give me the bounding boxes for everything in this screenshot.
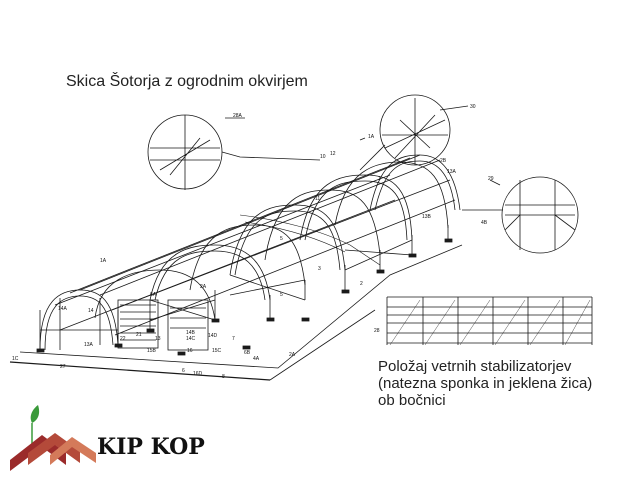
part-label: 1A: [100, 258, 107, 264]
part-label: 10: [320, 154, 326, 160]
part-label: 14D: [208, 333, 218, 339]
part-label: 6: [182, 368, 185, 374]
part-label: 13A: [447, 169, 457, 175]
part-label: 8: [222, 374, 225, 380]
part-label: 15B: [147, 348, 157, 354]
part-label: 3: [318, 266, 321, 272]
part-label: 1: [378, 176, 381, 182]
part-label: 1C: [12, 356, 19, 362]
part-label: 16D: [193, 371, 203, 377]
caption-line-1: Položaj vetrnih stabilizatorjev: [378, 358, 572, 375]
caption-line-3: ob bočnici: [378, 392, 446, 409]
part-label: 22: [120, 336, 126, 342]
part-label: 1A: [368, 134, 375, 140]
part-label: 29: [488, 176, 494, 182]
part-label: 5: [280, 236, 283, 242]
part-label: 14B: [186, 330, 196, 336]
part-label: 2: [360, 281, 363, 287]
part-label: 2A: [289, 352, 296, 358]
part-label: 4B: [481, 220, 488, 226]
part-label: 15C: [212, 348, 222, 354]
stabilizer-caption: Položaj vetrnih stabilizatorjev (natezna…: [378, 358, 628, 409]
part-label: 27: [60, 364, 66, 370]
part-label: 16: [187, 348, 193, 354]
part-label: 21: [136, 332, 142, 338]
caption-line-2: (natezna sponka in jeklena žica): [378, 375, 593, 392]
part-label: 14: [88, 308, 94, 314]
kipkop-logo: [10, 405, 96, 471]
part-label: 28A: [233, 113, 243, 119]
part-label: 30: [470, 104, 476, 110]
part-label: 14A: [58, 306, 68, 312]
brand-name: KIP KOP: [97, 434, 205, 460]
part-label: 13: [155, 336, 161, 342]
part-label: 12: [330, 151, 336, 157]
part-label: 4A: [253, 356, 260, 362]
part-label: 14C: [186, 336, 196, 342]
leaf-icon: [30, 405, 40, 423]
part-label: 2B: [440, 158, 447, 164]
part-label: 6A: [150, 292, 157, 298]
part-label: 6B: [244, 350, 251, 356]
part-label: 2A: [200, 284, 207, 290]
part-label: 13A: [84, 342, 94, 348]
part-label: 11: [315, 196, 320, 202]
part-label: 5: [280, 292, 283, 298]
part-label: 13B: [422, 214, 432, 220]
diagram-title: Skica Šotorja z ogrodnim okvirjem: [66, 73, 308, 90]
part-label: 7: [232, 336, 235, 342]
part-label: 28: [374, 328, 380, 334]
